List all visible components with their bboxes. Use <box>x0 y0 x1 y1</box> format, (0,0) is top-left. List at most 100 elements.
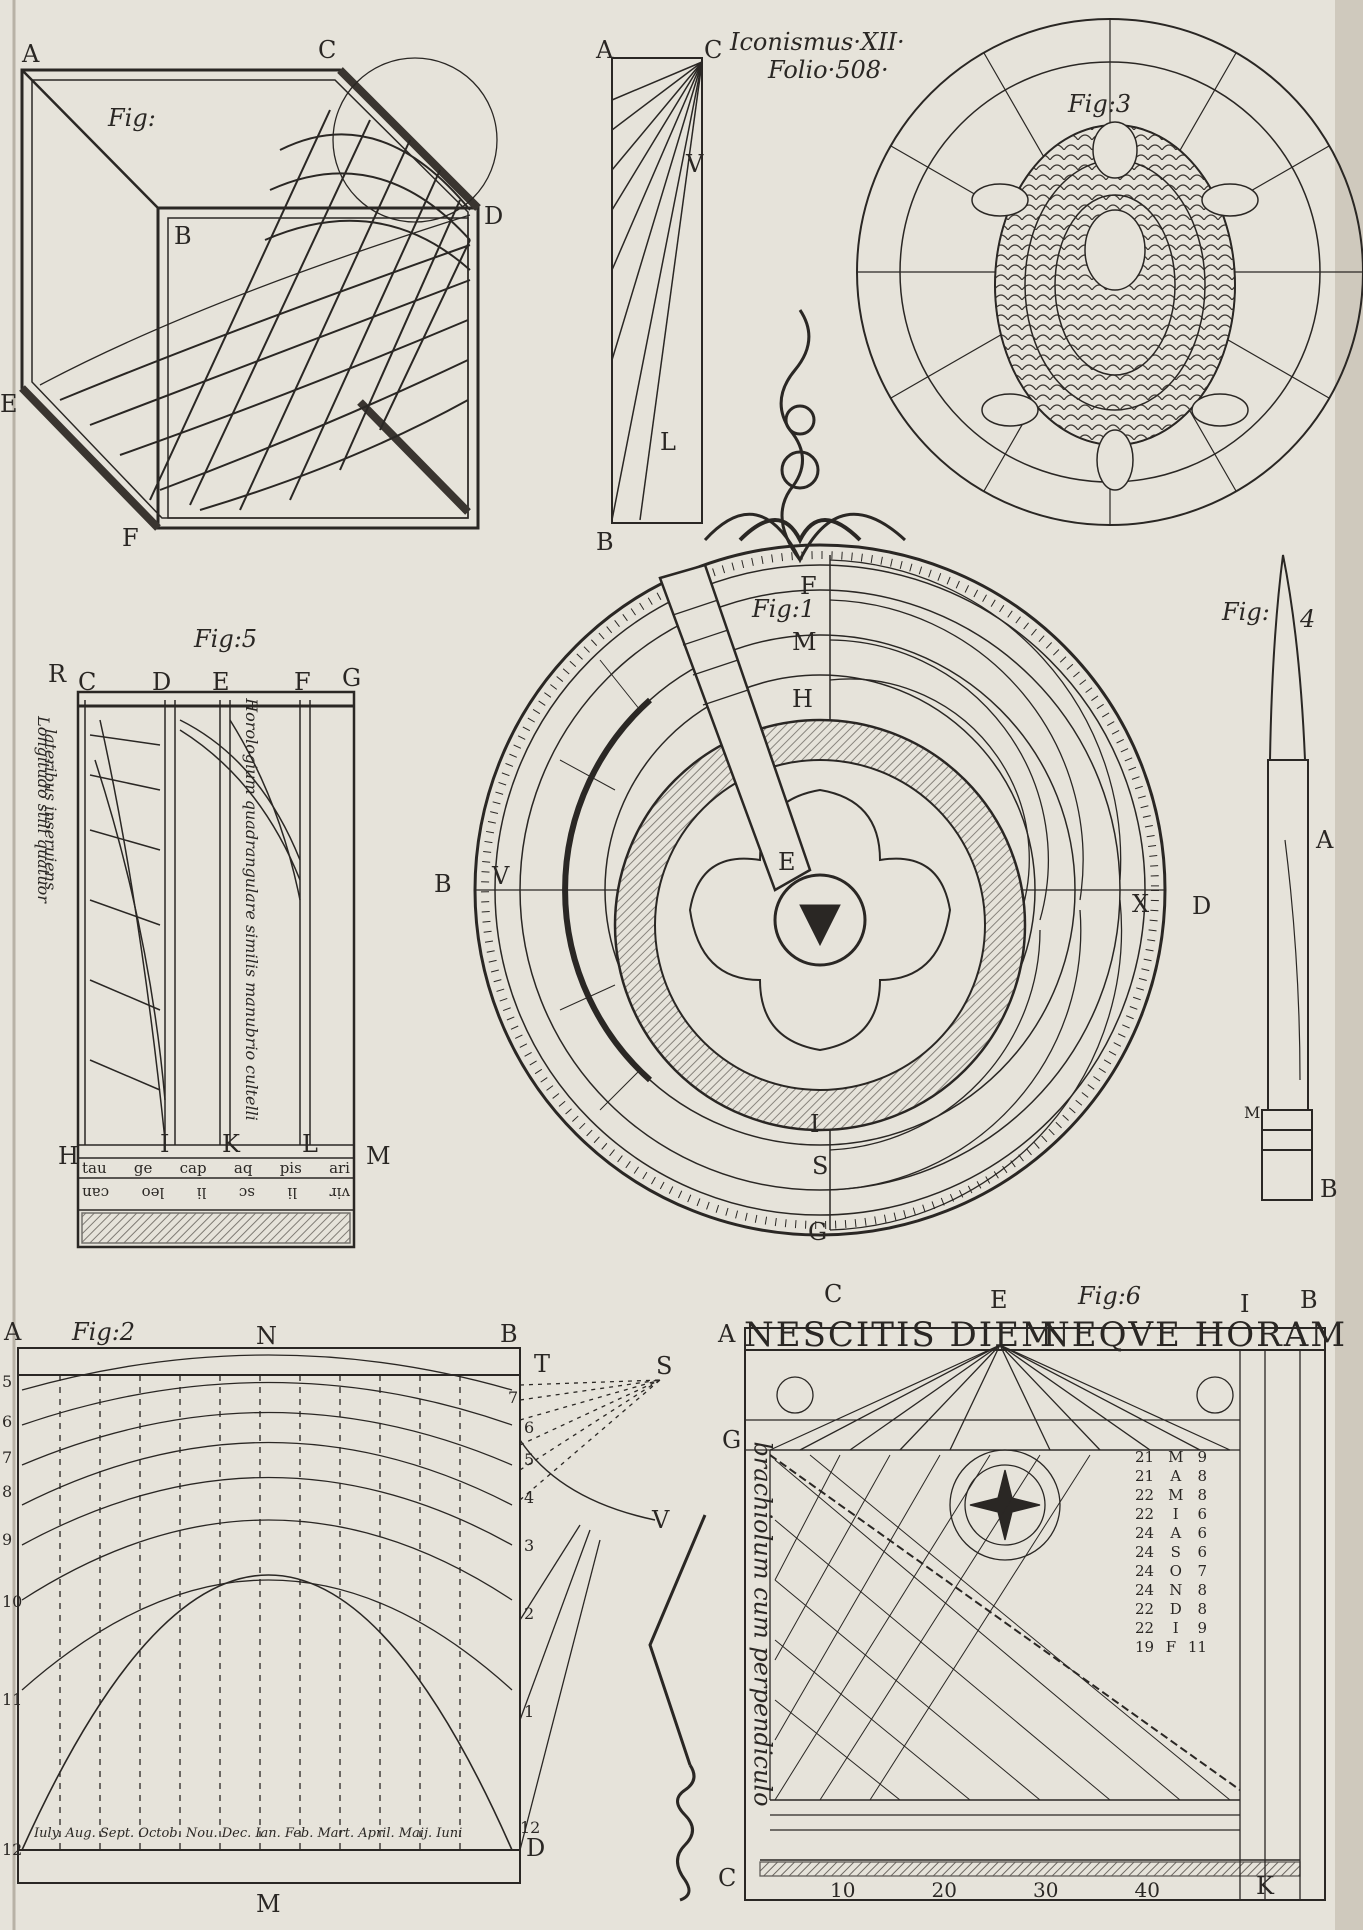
sine-right-hour: 2 <box>524 1604 535 1623</box>
sine-left-hour: 7 <box>2 1448 13 1467</box>
motto-table-num: 9 <box>1197 1619 1207 1637</box>
motto-table-letter: N <box>1169 1581 1183 1599</box>
fig-label-5: Fig:5 <box>194 625 258 653</box>
motto-letter-g: G <box>722 1426 742 1454</box>
knife-letter-m: M <box>1244 1103 1261 1122</box>
sine-left-hour: 12 <box>2 1840 23 1859</box>
astrolabe-letter-b: B <box>434 870 452 898</box>
quad-letter-i: I <box>160 1130 170 1158</box>
fig-label-top-left: Fig: <box>108 104 156 132</box>
motto-letter-a: A <box>718 1320 736 1348</box>
fig-label-1: Fig:1 <box>752 595 816 623</box>
quad-letter-r: R <box>48 660 67 688</box>
sine-letter-d: D <box>526 1834 546 1862</box>
quad-sign: ge <box>133 1159 153 1177</box>
sine-left-hour: 10 <box>2 1592 23 1611</box>
sine-right-hour: 4 <box>524 1488 535 1507</box>
quad-sign: can <box>82 1184 110 1202</box>
motto-table-day: 22 <box>1135 1619 1155 1637</box>
plate-title: Iconismus·XII· <box>730 28 905 56</box>
cube-letter-b: B <box>174 222 192 250</box>
motto-table-day: 22 <box>1135 1600 1155 1618</box>
cube-letter-c: C <box>318 36 337 64</box>
quad-signs-row: tau ge cap aq pis ari <box>82 1159 350 1177</box>
astrolabe-letter-f: F <box>800 572 817 600</box>
motto-table-day: 24 <box>1135 1581 1155 1599</box>
gnomon-letter-v: V <box>686 150 704 178</box>
motto-text-left: NESCITIS DIEM <box>744 1315 1058 1355</box>
fig-label-2: Fig:2 <box>72 1318 136 1346</box>
motto-table-letter: A <box>1170 1467 1182 1485</box>
sine-letter-n: N <box>256 1322 277 1350</box>
astrolabe-letter-v: V <box>492 862 510 890</box>
astrolabe-letter-c: C <box>824 1280 843 1308</box>
gnomon-letter-a: A <box>596 36 614 64</box>
sine-letter-v: V <box>652 1506 670 1534</box>
motto-table-letter: D <box>1169 1600 1182 1618</box>
sine-months-scale: Iuly. Aug. Sept. Octob. Nou. Dec. Ian. F… <box>34 1826 463 1841</box>
motto-letter-i: I <box>1240 1290 1250 1318</box>
folio-number: Folio·508· <box>768 56 889 84</box>
motto-table-num: 8 <box>1197 1600 1207 1618</box>
quad-letter-d: D <box>152 668 172 696</box>
motto-table-letter: M <box>1168 1448 1184 1466</box>
astrolabe-letter-g: G <box>808 1218 828 1246</box>
motto-table-num: 8 <box>1197 1486 1207 1504</box>
motto-letter-b: B <box>1300 1286 1318 1314</box>
motto-table-num: 11 <box>1187 1638 1207 1656</box>
sine-letter-t: T <box>534 1350 551 1378</box>
sine-right-hour: 5 <box>524 1450 535 1469</box>
motto-table-day: 24 <box>1135 1543 1155 1561</box>
sine-letter-a: A <box>4 1318 22 1346</box>
quad-sign: ari <box>329 1159 350 1177</box>
knife-figure <box>1261 554 1313 1201</box>
knife-letter-a: A <box>1316 826 1334 854</box>
motto-text-right: NEQVE HORAM <box>1040 1315 1348 1355</box>
motto-table-letter: M <box>1168 1486 1184 1504</box>
quad-sign: li <box>196 1184 207 1202</box>
knife-letter-b: B <box>1320 1175 1338 1203</box>
motto-scale-tick: 30 <box>1033 1878 1059 1902</box>
quad-sign: cap <box>179 1159 207 1177</box>
motto-table-day: 21 <box>1135 1448 1155 1466</box>
motto-table-letter: F <box>1165 1638 1177 1656</box>
plumb-arm-caption: brachiolum cum perpendiculo <box>748 1441 777 1807</box>
motto-letter-c: C <box>718 1864 737 1892</box>
quad-letter-h: H <box>58 1142 79 1170</box>
quad-letter-g: G <box>342 664 362 692</box>
motto-table-row: 19 F 11 <box>1135 1638 1207 1657</box>
quad-sign: pis <box>279 1159 302 1177</box>
motto-table-day: 21 <box>1135 1467 1155 1485</box>
page-edge <box>1335 0 1363 1930</box>
quad-side-text-2: lateribus inseruiens <box>41 728 61 891</box>
motto-letter-e: E <box>990 1286 1008 1314</box>
quad-letter-e: E <box>212 668 230 696</box>
sine-left-hour: 6 <box>2 1412 13 1431</box>
astrolabe-figure <box>473 309 1167 1237</box>
motto-table-num: 7 <box>1197 1562 1207 1580</box>
quad-signs-row-inverted: vir li sc li leo can <box>82 1184 350 1202</box>
gnomon-letter-l: L <box>660 428 676 456</box>
sine-dial-figure <box>17 1347 661 1884</box>
quadrangular-dial-figure <box>76 690 356 1249</box>
sine-right-hour: 6 <box>524 1418 535 1437</box>
quad-letter-m: M <box>366 1142 391 1170</box>
astrolabe-letter-x: X <box>1132 890 1150 918</box>
cube-letter-a: A <box>22 40 40 68</box>
motto-table-day: 19 <box>1135 1638 1155 1656</box>
fig-label-6: Fig:6 <box>1078 1282 1142 1310</box>
fig-label-4-number: 4 <box>1300 605 1316 633</box>
quad-letter-c: C <box>78 668 97 696</box>
sine-left-hour: 9 <box>2 1530 13 1549</box>
astrolabe-letter-s: S <box>812 1152 829 1180</box>
motto-table-day: 24 <box>1135 1562 1155 1580</box>
